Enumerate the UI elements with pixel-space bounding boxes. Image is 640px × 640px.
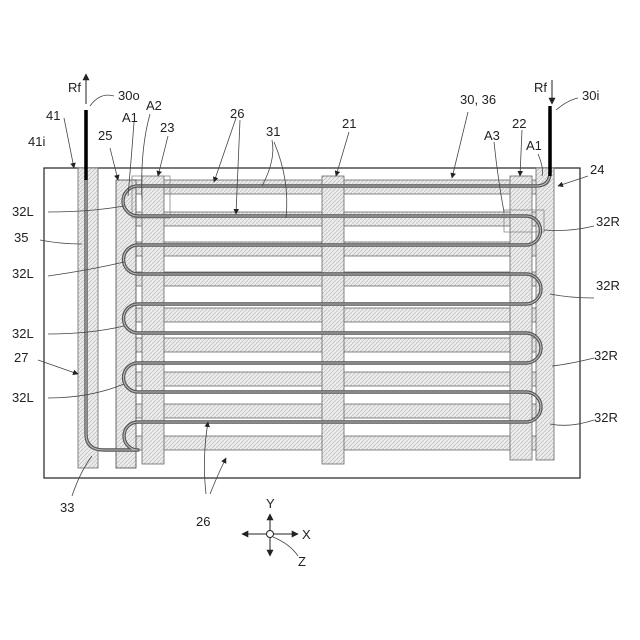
axis-x-label: X — [302, 527, 311, 542]
label-27: 27 — [14, 350, 28, 365]
label-24: 24 — [590, 162, 604, 177]
label-41: 41 — [46, 108, 60, 123]
label-a3: A3 — [484, 128, 500, 143]
label-32r-2: 32R — [596, 278, 620, 293]
label-outlet: 30o — [118, 88, 140, 103]
label-32l-4: 32L — [12, 390, 34, 405]
z-axis-icon — [267, 531, 274, 538]
label-33: 33 — [60, 500, 74, 515]
label-26-top: 26 — [230, 106, 244, 121]
label-rf-in: Rf — [534, 80, 547, 95]
label-26-bottom: 26 — [196, 514, 210, 529]
label-41i: 41i — [28, 134, 45, 149]
axis-y-label: Y — [266, 496, 275, 511]
label-25: 25 — [98, 128, 112, 143]
label-21: 21 — [342, 116, 356, 131]
label-a1-left: A1 — [122, 110, 138, 125]
label-32l-1: 32L — [12, 204, 34, 219]
label-32l-2: 32L — [12, 266, 34, 281]
label-rf-out: Rf — [68, 80, 81, 95]
label-23: 23 — [160, 120, 174, 135]
label-inlet: 30i — [582, 88, 599, 103]
axis-z-label: Z — [298, 554, 306, 569]
label-32r-1: 32R — [596, 214, 620, 229]
label-32r-3: 32R — [594, 348, 618, 363]
left-strip-27 — [78, 168, 98, 468]
label-a2: A2 — [146, 98, 162, 113]
label-31: 31 — [266, 124, 280, 139]
label-22: 22 — [512, 116, 526, 131]
label-30-36: 30, 36 — [460, 92, 496, 107]
coordinate-axes: Y X Z — [242, 496, 311, 569]
label-35: 35 — [14, 230, 28, 245]
label-a1-right: A1 — [526, 138, 542, 153]
bar-22 — [510, 176, 532, 460]
label-32r-4: 32R — [594, 410, 618, 425]
label-32l-3: 32L — [12, 326, 34, 341]
